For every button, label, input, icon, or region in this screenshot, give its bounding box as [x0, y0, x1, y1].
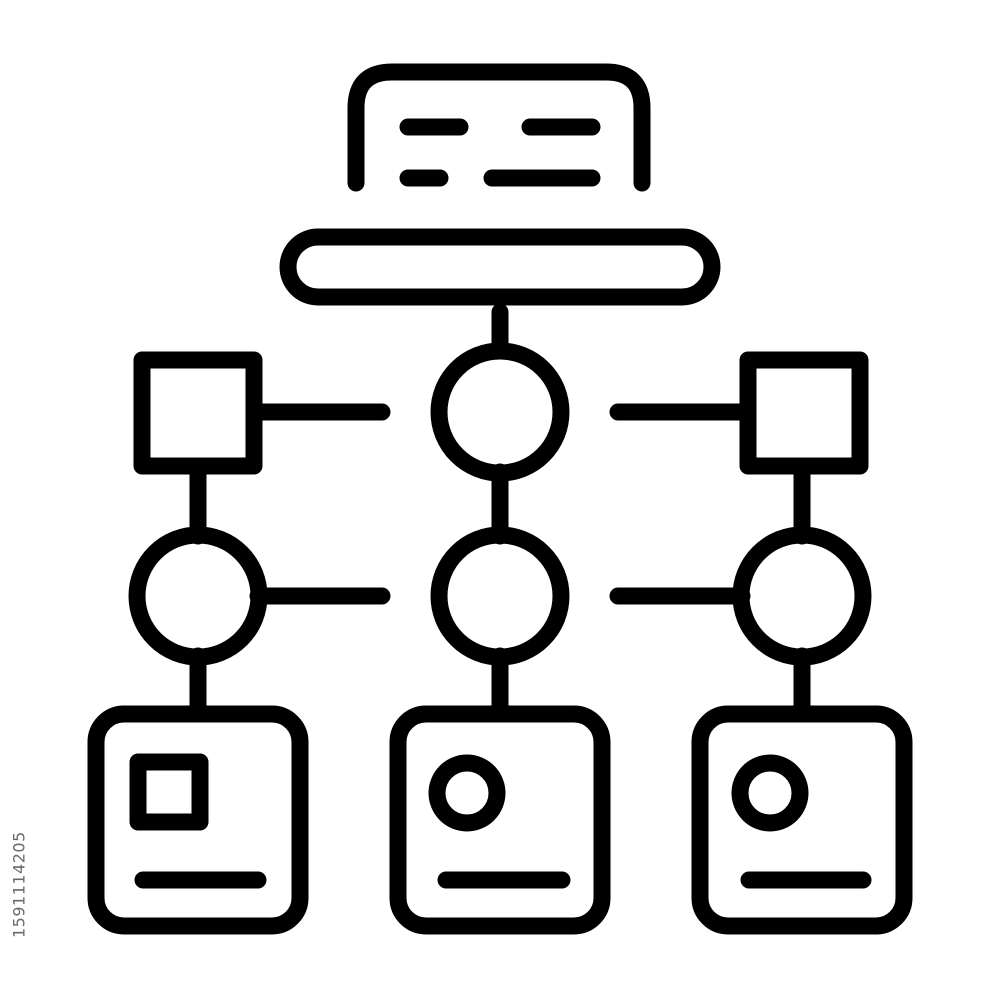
- center-middle-circle: [430, 526, 570, 666]
- node-circles: [128, 342, 872, 666]
- right-card: [691, 705, 913, 935]
- center-top-circle: [430, 342, 570, 482]
- left-card: [87, 705, 309, 935]
- right-card-frame: [691, 705, 913, 935]
- root-bar: [279, 228, 721, 306]
- node-squares: [133, 351, 869, 475]
- header-document-frame: [347, 63, 651, 192]
- header-document: [347, 63, 651, 192]
- right-middle-circle: [732, 526, 872, 666]
- center-card: [389, 705, 611, 935]
- left-card-frame: [87, 705, 309, 935]
- left-middle-circle: [128, 526, 268, 666]
- right-card-circle-icon: [731, 754, 809, 832]
- right-square-node: [739, 351, 869, 475]
- left-card-square-icon: [129, 753, 209, 831]
- left-square-node: [133, 351, 263, 475]
- center-card-frame: [389, 705, 611, 935]
- stock-image-id: 1591114205: [9, 831, 29, 939]
- center-card-circle-icon: [428, 754, 506, 832]
